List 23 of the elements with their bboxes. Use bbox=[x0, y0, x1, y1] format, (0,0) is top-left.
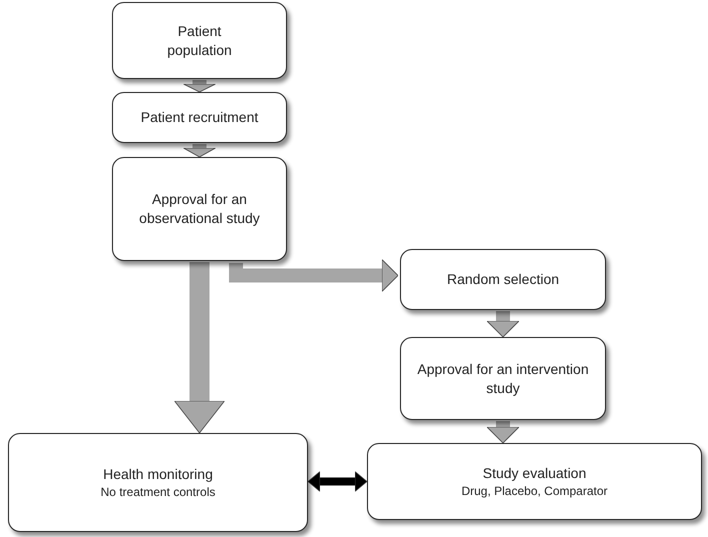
node-text: Health monitoring bbox=[103, 464, 213, 484]
rounded-box bbox=[367, 443, 702, 520]
block-arrow bbox=[183, 144, 216, 158]
node-subtext: No treatment controls bbox=[100, 484, 216, 500]
rounded-box bbox=[112, 92, 287, 143]
double-arrow bbox=[308, 471, 368, 492]
block-arrow bbox=[486, 311, 520, 338]
rounded-box bbox=[400, 249, 606, 310]
block-arrow bbox=[174, 262, 225, 434]
node-text: Patient recruitment bbox=[140, 108, 258, 127]
node-text: Random selection bbox=[446, 270, 560, 289]
node-text: Patient population bbox=[166, 22, 233, 60]
node-subtext: Drug, Placebo, Comparator bbox=[461, 482, 608, 500]
rounded-box bbox=[112, 2, 287, 79]
rounded-box bbox=[400, 337, 606, 420]
block-arrow bbox=[183, 80, 216, 92]
node-text: Approval for an observational study bbox=[138, 190, 261, 228]
node-text: Study evaluation bbox=[482, 464, 586, 482]
block-arrow bbox=[229, 259, 398, 292]
node-text: Approval for an intervention study bbox=[416, 360, 590, 398]
rounded-box bbox=[112, 157, 287, 261]
block-arrow bbox=[486, 421, 520, 444]
rounded-box bbox=[8, 433, 308, 532]
